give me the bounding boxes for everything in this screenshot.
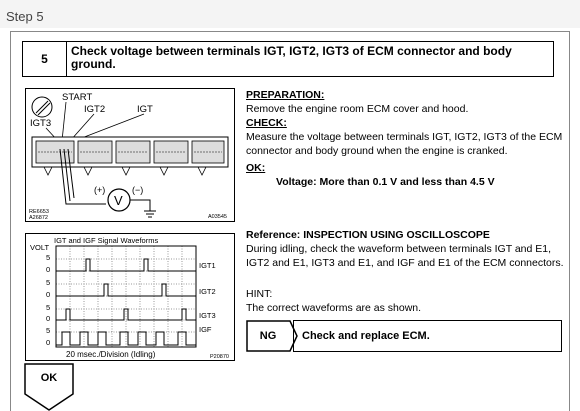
volt-axis-label: VOLT bbox=[30, 243, 49, 252]
y-tick-4: 0 bbox=[46, 290, 50, 299]
igt-label: IGT bbox=[137, 104, 153, 115]
top-bar: Step 5 bbox=[0, 0, 580, 28]
y-tick-7: 5 bbox=[46, 326, 50, 335]
start-label: START bbox=[62, 92, 92, 103]
igt2-label: IGT2 bbox=[84, 104, 105, 115]
ground-symbol bbox=[144, 210, 156, 218]
ecm-connector bbox=[31, 136, 229, 176]
figure-code-left-1: RE6653 bbox=[29, 209, 49, 215]
y-tick-1: 5 bbox=[46, 253, 50, 262]
igf-waveform bbox=[56, 331, 196, 346]
step-number: 5 bbox=[23, 42, 67, 76]
igt1-waveform bbox=[56, 258, 196, 272]
y-tick-8: 0 bbox=[46, 338, 50, 347]
ng-action: Check and replace ECM. bbox=[293, 320, 562, 352]
y-tick-5: 5 bbox=[46, 303, 50, 312]
hint-text: The correct waveforms are as shown. bbox=[246, 302, 422, 314]
channel-igt1: IGT1 bbox=[199, 261, 216, 270]
minus-terminal-label: (−) bbox=[132, 185, 143, 195]
y-tick-6: 0 bbox=[46, 314, 50, 323]
preparation-heading: PREPARATION: bbox=[246, 89, 325, 101]
step-label: Step 5 bbox=[6, 9, 44, 24]
igt3-label: IGT3 bbox=[30, 118, 51, 129]
figure-code-right: A03545 bbox=[208, 214, 227, 220]
voltmeter-icon: V bbox=[107, 188, 131, 212]
ecm-connector-figure: START IGT2 IGT IGT3 V (+) (−) bbox=[25, 88, 235, 222]
waveform-title: IGT and IGF Signal Waveforms bbox=[54, 236, 158, 245]
reference-heading: Reference: INSPECTION USING OSCILLOSCOPE bbox=[246, 229, 490, 241]
reference-text: During idling, check the waveform betwee… bbox=[246, 243, 564, 269]
channel-igt2: IGT2 bbox=[199, 287, 216, 296]
procedure-panel bbox=[10, 31, 570, 411]
ok-spec-text: Voltage: More than 0.1 V and less than 4… bbox=[276, 176, 495, 188]
ng-label: NG bbox=[259, 330, 277, 342]
preparation-text: Remove the engine room ECM cover and hoo… bbox=[246, 103, 469, 115]
channel-igt3: IGT3 bbox=[199, 311, 216, 320]
step-title: Check voltage between terminals IGT, IGT… bbox=[71, 44, 512, 71]
figure-code-left-2: A26872 bbox=[29, 215, 48, 221]
x-axis-label: 20 msec./Division (Idling) bbox=[66, 350, 156, 359]
waveform-figure: IGT and IGF Signal Waveforms VOLT 5 0 5 … bbox=[25, 233, 235, 361]
y-tick-labels: 5 0 5 0 5 0 5 0 bbox=[46, 253, 50, 347]
ng-result-button[interactable]: NG bbox=[246, 320, 298, 352]
ok-label: OK bbox=[40, 372, 58, 384]
waveform-figure-code: P20870 bbox=[210, 354, 229, 360]
ignition-key-icon bbox=[31, 96, 53, 118]
ok-spec-heading: OK: bbox=[246, 162, 266, 174]
y-tick-3: 5 bbox=[46, 278, 50, 287]
igt3-waveform bbox=[56, 308, 196, 321]
channel-igf: IGF bbox=[199, 325, 212, 334]
y-tick-2: 0 bbox=[46, 265, 50, 274]
plus-terminal-label: (+) bbox=[94, 185, 105, 195]
step-header: 5 Check voltage between terminals IGT, I… bbox=[22, 41, 554, 77]
check-text: Measure the voltage between terminals IG… bbox=[246, 131, 563, 157]
voltmeter-symbol: V bbox=[114, 193, 123, 208]
hint-heading: HINT: bbox=[246, 288, 273, 300]
check-heading: CHECK: bbox=[246, 117, 287, 129]
igt2-waveform bbox=[56, 283, 196, 297]
ok-result-button[interactable]: OK bbox=[24, 363, 74, 411]
